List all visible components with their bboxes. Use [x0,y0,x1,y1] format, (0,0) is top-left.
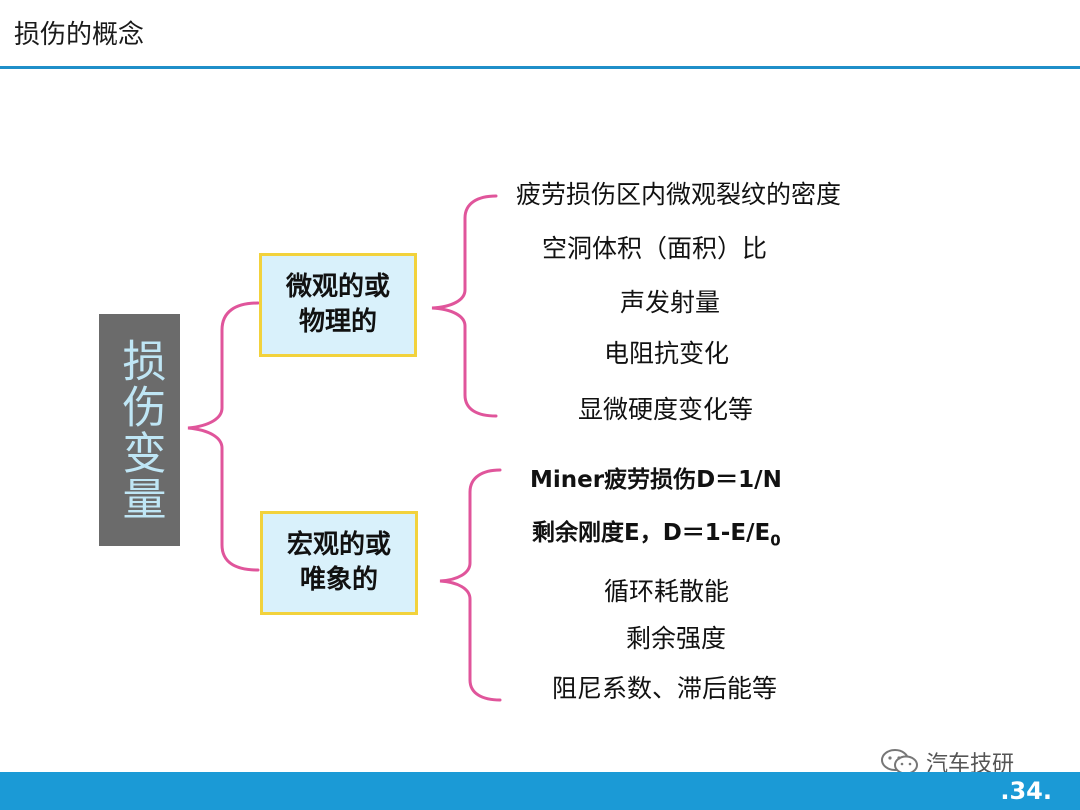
micro-item-void-ratio: 空洞体积（面积）比 [542,234,768,263]
footer-bar [0,772,1080,810]
cat2-brace [439,468,502,702]
subscript-zero: 0 [770,531,781,550]
macro-item-cyclic-energy: 循环耗散能 [604,577,730,606]
macro-item-damping: 阻尼系数、滞后能等 [552,674,778,703]
macro-item-miner: Miner疲劳损伤D＝1/N [530,467,782,493]
page-number: .34. [1000,777,1052,805]
root-label: 损伤变量 [114,338,166,522]
macro-item-residual-strength: 剩余强度 [626,624,727,653]
category-label: 宏观的或唯象的 [286,529,391,595]
micro-item-crack-density: 疲劳损伤区内微观裂纹的密度 [516,180,842,209]
root-node: 损伤变量 [99,314,180,546]
micro-item-impedance: 电阻抗变化 [604,339,730,368]
root-brace [187,301,260,572]
cat1-brace [431,194,498,418]
category-macro-phenomenological: 宏观的或唯象的 [260,511,418,615]
category-label: 微观的或物理的 [285,271,390,337]
category-micro-physical: 微观的或物理的 [259,253,417,357]
wechat-icon [881,749,918,775]
title-rule [0,66,1080,69]
macro-item-residual-stiffness-text: 剩余刚度E，D＝1-E/E [532,520,771,546]
slide-title: 损伤的概念 [14,20,145,50]
micro-item-microhardness: 显微硬度变化等 [578,395,754,424]
macro-item-residual-stiffness: 剩余刚度E，D＝1-E/E0 [532,522,781,549]
micro-item-acoustic-emission: 声发射量 [620,288,721,317]
